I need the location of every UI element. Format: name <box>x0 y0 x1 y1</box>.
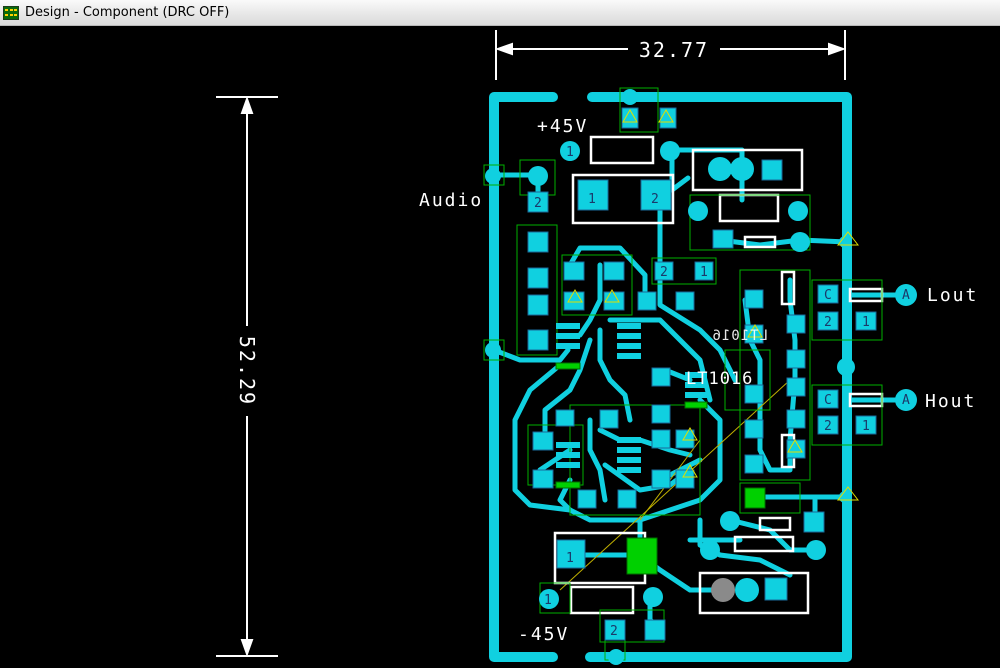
height-dimension <box>216 96 278 657</box>
window-titlebar[interactable]: Design - Component (DRC OFF) <box>0 0 1000 26</box>
board-ground-trace <box>489 92 852 662</box>
label-ic-name-mirrored: LT1016 <box>711 328 768 344</box>
label-audio: Audio <box>419 190 483 211</box>
pad-label: 2 <box>824 315 832 330</box>
pcb-canvas[interactable]: 32.77 52.29 <box>0 26 1000 668</box>
pad-label: 1 <box>588 192 596 207</box>
app-icon <box>3 5 19 20</box>
pad-label: 2 <box>660 265 668 280</box>
component-outlines-green <box>483 87 883 661</box>
pad-label: 1 <box>566 551 574 566</box>
width-dimension <box>495 30 846 80</box>
pad-number-labels: 1 2 1 C C 2 1 2 1 2 1 1 1 A A 2 2 <box>534 145 910 639</box>
pad-label: C <box>824 393 832 408</box>
label-plus-voltage: +45V <box>537 116 588 137</box>
pad-label: 2 <box>534 196 542 211</box>
pad-label: 2 <box>610 624 618 639</box>
pad-label: 2 <box>651 192 659 207</box>
pad-label: 1 <box>544 593 552 608</box>
pad-label: 1 <box>566 145 574 160</box>
pad-label: A <box>902 288 910 303</box>
label-ic-name: LT1016 <box>686 369 753 389</box>
pin1-markers <box>567 109 860 501</box>
label-hout: Hout <box>925 391 976 412</box>
pad-label: A <box>902 393 910 408</box>
pad-label: 2 <box>824 419 832 434</box>
green-pads <box>555 362 766 575</box>
via-gray <box>711 578 735 602</box>
label-lout: Lout <box>927 285 978 306</box>
smd-pads <box>527 107 877 641</box>
pad-label: C <box>824 288 832 303</box>
ic-pins <box>556 323 707 473</box>
pcb-drawing[interactable]: 32.77 52.29 <box>0 26 1000 668</box>
label-minus-voltage: -45V <box>518 624 569 645</box>
pad-label: 1 <box>862 315 870 330</box>
pad-label: 1 <box>862 419 870 434</box>
width-dimension-label: 32.77 <box>639 38 709 62</box>
height-dimension-label: 52.29 <box>235 336 259 406</box>
pad-label: 1 <box>700 265 708 280</box>
through-hole-pads <box>485 89 917 665</box>
window-title: Design - Component (DRC OFF) <box>25 5 230 20</box>
